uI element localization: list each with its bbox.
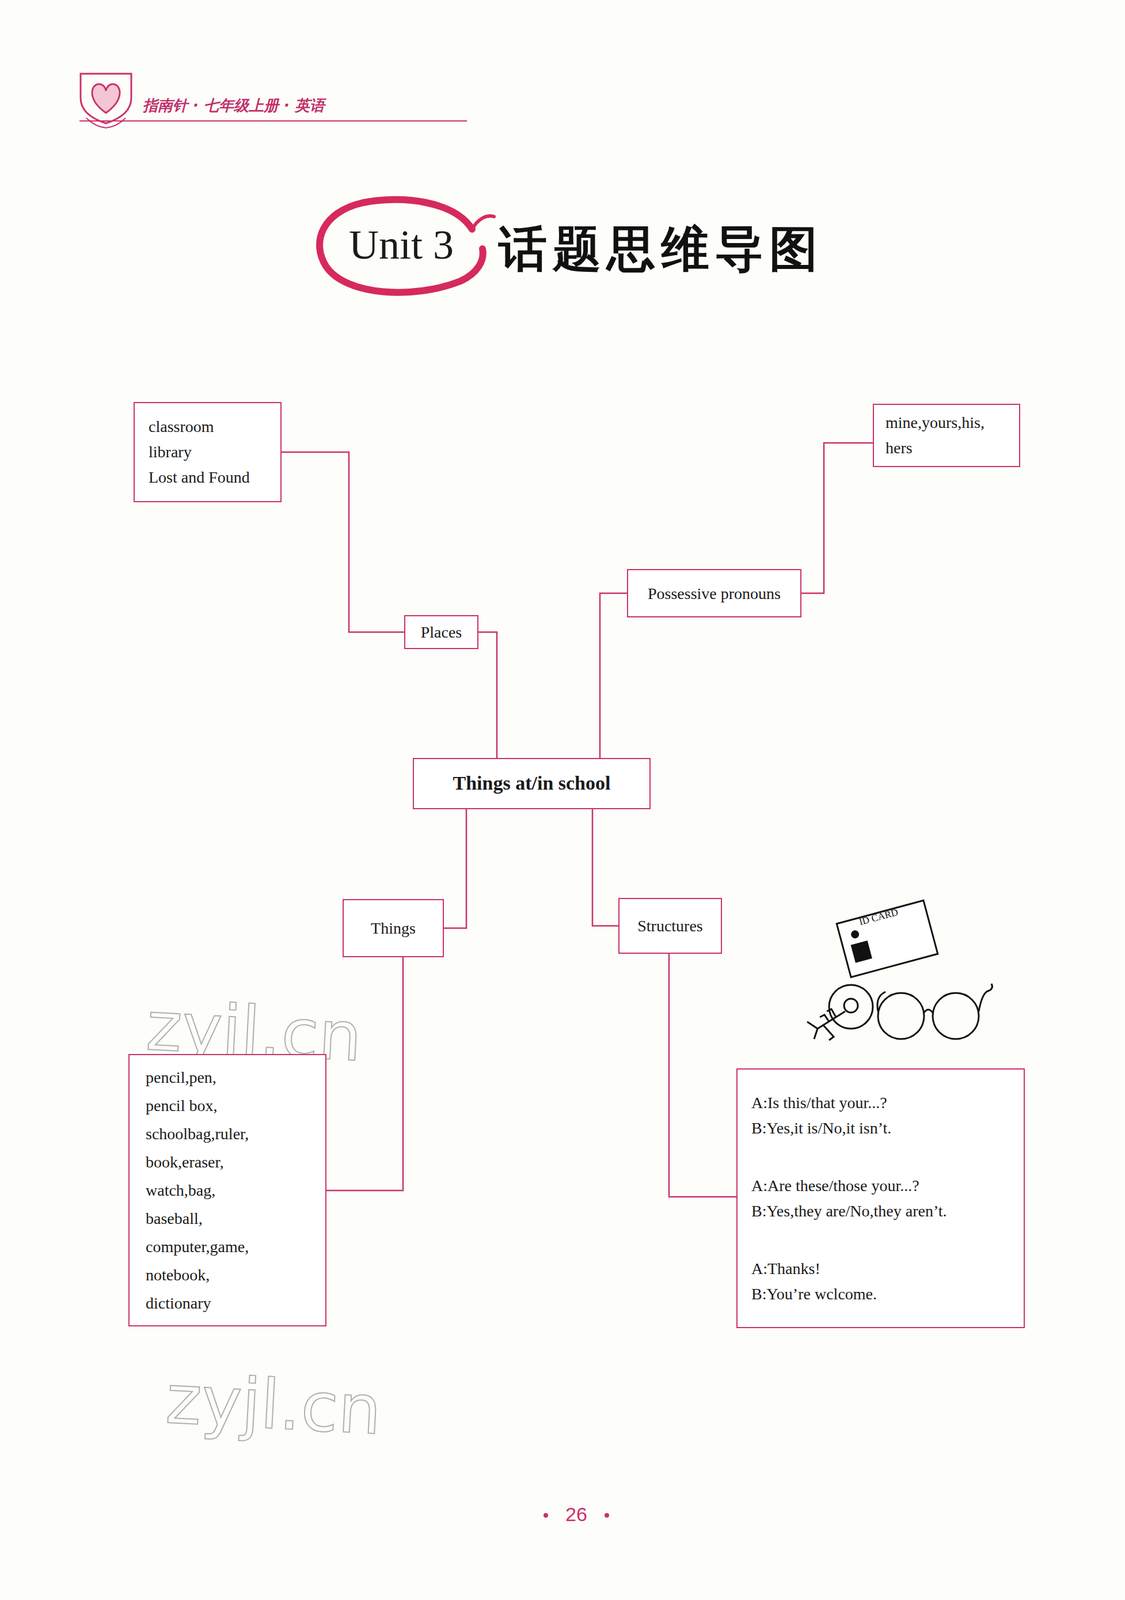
header-rule [79, 120, 467, 122]
node-text: mine,yours,his, hers [885, 409, 1008, 461]
glasses [877, 983, 993, 1039]
node-text: computer,game, [145, 1232, 249, 1261]
node-text: B:You’re wclcome. [751, 1281, 877, 1307]
list-box: classroomlibraryLost and Found [133, 401, 282, 503]
node-text: book,eraser, [145, 1147, 224, 1176]
node-text: classroom [148, 413, 215, 440]
page-dot [543, 1512, 549, 1518]
node-text: watch,bag, [145, 1175, 216, 1204]
node-text: schoolbag,ruler, [145, 1119, 249, 1148]
node-text: dictionary [145, 1288, 212, 1317]
node-text: Places [420, 621, 463, 642]
node-text: Things [370, 917, 416, 938]
title: 话题思维导图 [498, 216, 824, 283]
connector [599, 593, 627, 758]
node-text: notebook, [145, 1260, 210, 1289]
central-topic-box: Things at/in school [412, 757, 651, 809]
page-number: 26 [553, 1502, 600, 1526]
logo [80, 73, 132, 128]
node-text: A:Thanks! [751, 1255, 821, 1282]
dialogue-box: A:Is this/that your...?B:Yes,it is/No,it… [736, 1068, 1025, 1328]
unit-number: Unit 3 [348, 221, 454, 269]
node-text: Lost and Found [148, 464, 250, 490]
node-text: Possessive pronouns [647, 583, 781, 604]
branch-box: Possessive pronouns [626, 568, 802, 618]
node-text: pencil box, [145, 1091, 218, 1120]
title-swoosh [319, 199, 494, 293]
id-card [836, 899, 938, 977]
connector [592, 808, 619, 926]
card-text: ID CARD [857, 906, 900, 928]
node-text: Structures [637, 915, 703, 936]
watermark: zyjl.cn [164, 1358, 384, 1450]
branch-box: Places [404, 614, 479, 649]
connector [443, 808, 467, 929]
list-box: pencil,pen,pencil box,schoolbag,ruler,bo… [128, 1053, 327, 1326]
node-text: A:Are these/those your...? [751, 1172, 920, 1199]
node-text: Things at/in school [453, 770, 611, 796]
keys [807, 984, 873, 1040]
branch-box: Structures [618, 897, 722, 954]
node-text: library [148, 439, 192, 465]
node-text: B:Yes,they are/No,they aren’t. [751, 1198, 948, 1224]
header-text: 指南针 · 七年级上册 · 英语 [142, 95, 325, 116]
node-text: baseball, [145, 1203, 203, 1233]
connector [801, 442, 873, 594]
node-text: B:Yes,it is/No,it isn’t. [751, 1115, 892, 1141]
page-dot [604, 1512, 610, 1518]
node-text: A:Is this/that your...? [751, 1089, 888, 1116]
connector [669, 953, 737, 1197]
connector [478, 632, 497, 759]
list-box: mine,yours,his, hers [872, 403, 1021, 467]
node-text: pencil,pen, [145, 1062, 217, 1092]
branch-box: Things [342, 898, 444, 957]
connector [281, 451, 405, 633]
